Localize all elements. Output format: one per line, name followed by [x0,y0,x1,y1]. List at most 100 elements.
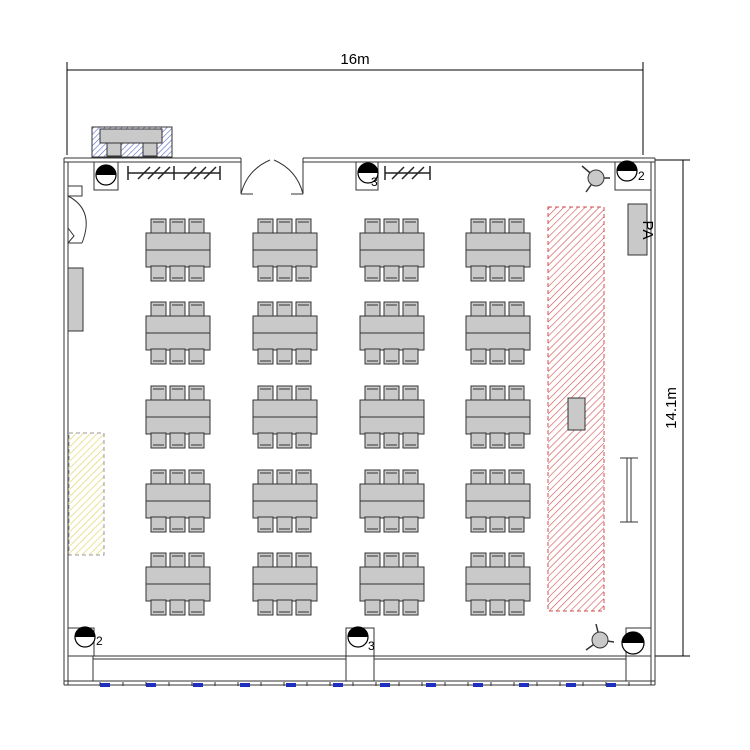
chair [402,301,419,318]
chair [295,301,312,318]
pillar-bottom-mid: 3 [345,626,375,657]
chair [295,385,312,402]
bottom-window-bays [92,655,627,682]
wall-rack-right [384,166,431,180]
table-group [252,385,318,449]
chair [150,599,167,616]
chair [402,385,419,402]
lectern [567,397,586,431]
chair [508,265,525,282]
chair [364,469,381,486]
chair [470,301,487,318]
chair [276,218,293,235]
chair [169,301,186,318]
chair [508,348,525,365]
table-group [145,469,211,533]
chair [150,432,167,449]
chair [489,348,506,365]
chair [150,469,167,486]
pa-unit: PA [627,203,656,256]
height-label: 14.1m [663,387,680,429]
chair [257,385,274,402]
chair [276,469,293,486]
height-dimension: 14.1m [655,159,690,657]
window-marker [100,683,110,687]
vent-unit [91,126,173,158]
chair [402,432,419,449]
table-group [145,301,211,365]
chair [257,469,274,486]
chair [188,265,205,282]
chair [470,552,487,569]
table-group [252,469,318,533]
window-marker [333,683,343,687]
pillar-number: 3 [371,175,378,189]
chair [276,432,293,449]
chair [188,432,205,449]
chair [508,432,525,449]
chair [150,552,167,569]
chair [276,301,293,318]
chair [188,301,205,318]
chair [169,432,186,449]
chair [402,516,419,533]
chair [508,385,525,402]
chair [150,385,167,402]
chair [402,599,419,616]
table-group [359,552,425,616]
chair [508,301,525,318]
chair [169,348,186,365]
table-group [359,469,425,533]
table-group [252,552,318,616]
chair [257,432,274,449]
table-group [145,385,211,449]
chair [364,265,381,282]
chair [470,265,487,282]
chair [257,348,274,365]
chair [364,301,381,318]
chair [257,599,274,616]
chair [257,218,274,235]
chair [295,599,312,616]
chair [364,348,381,365]
table-grid [145,218,531,616]
chair [276,265,293,282]
window-marker [566,683,576,687]
chair [295,218,312,235]
chair [402,265,419,282]
window-marker [146,683,156,687]
chair [383,599,400,616]
chair [276,599,293,616]
chair [276,516,293,533]
chair [402,552,419,569]
chair [169,469,186,486]
chair [383,265,400,282]
chair [150,348,167,365]
chair [295,469,312,486]
table-group [145,218,211,282]
speaker-icon [581,165,610,193]
room-walls [63,157,656,686]
projection-screen [620,457,638,523]
speaker-icon [585,623,615,651]
table-group [359,385,425,449]
chair [470,218,487,235]
chair [295,552,312,569]
chair [489,599,506,616]
chair [489,469,506,486]
chair [150,265,167,282]
wall-rack-left [127,166,221,180]
window-marker [240,683,250,687]
window-marker [426,683,436,687]
chair [489,385,506,402]
chair [383,469,400,486]
chair [470,516,487,533]
chair [383,516,400,533]
window-marker [519,683,529,687]
chair [508,469,525,486]
stage-area [547,206,605,612]
table-group [359,218,425,282]
window-markers [99,682,630,687]
window-marker [286,683,296,687]
chair [508,599,525,616]
